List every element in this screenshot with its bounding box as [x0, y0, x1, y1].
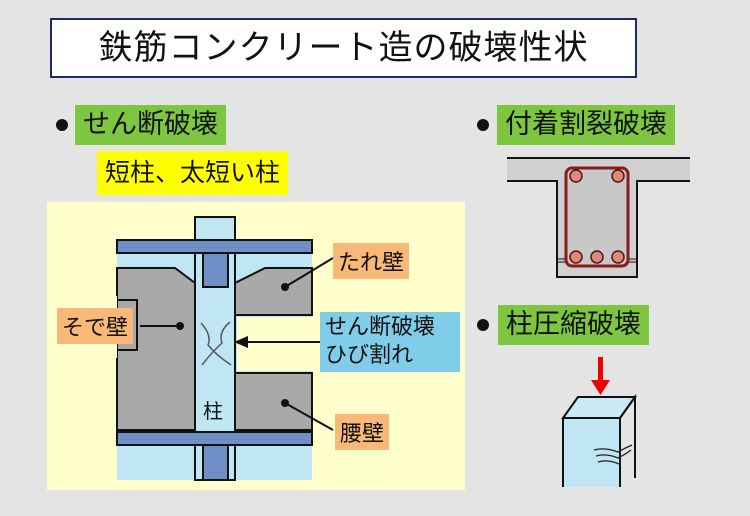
- crack-icon: [593, 444, 633, 465]
- slide-title: 鉄筋コンクリート造の破壊性状: [50, 18, 637, 78]
- arrow-icon: [234, 336, 248, 348]
- bullet-icon: [56, 119, 68, 131]
- koshi-wall: [234, 372, 313, 431]
- shear-failure-heading: せん断破壊: [75, 105, 226, 145]
- rebar-icons: [569, 169, 625, 264]
- bullet-icon: [477, 319, 489, 331]
- shear-crack-label-line1: せん断破壊: [325, 315, 436, 340]
- short-column-label: 短柱、太短い柱: [97, 151, 289, 195]
- column-compression-diagram: [561, 357, 637, 487]
- bullet-icon: [477, 119, 489, 131]
- stirrup: [564, 166, 630, 268]
- crack-icon: [200, 321, 232, 366]
- beam-section-diagram: [507, 157, 690, 278]
- sode-wall-label: そで壁: [57, 308, 134, 344]
- shear-crack-label-line2: ひび割れ: [325, 343, 414, 368]
- column-compression-heading: 柱圧縮破壊: [498, 305, 649, 345]
- koshi-wall-label: 腰壁: [335, 414, 390, 450]
- shear-crack-label: せん断破壊 ひび割れ: [320, 312, 460, 372]
- bottom-slab: [116, 431, 313, 446]
- tare-wall-label: たれ壁: [333, 243, 410, 279]
- down-arrow-icon: [591, 380, 610, 395]
- bond-splitting-heading: 付着割裂破壊: [497, 105, 675, 145]
- top-slab: [116, 239, 313, 254]
- column-label: 柱: [203, 399, 223, 423]
